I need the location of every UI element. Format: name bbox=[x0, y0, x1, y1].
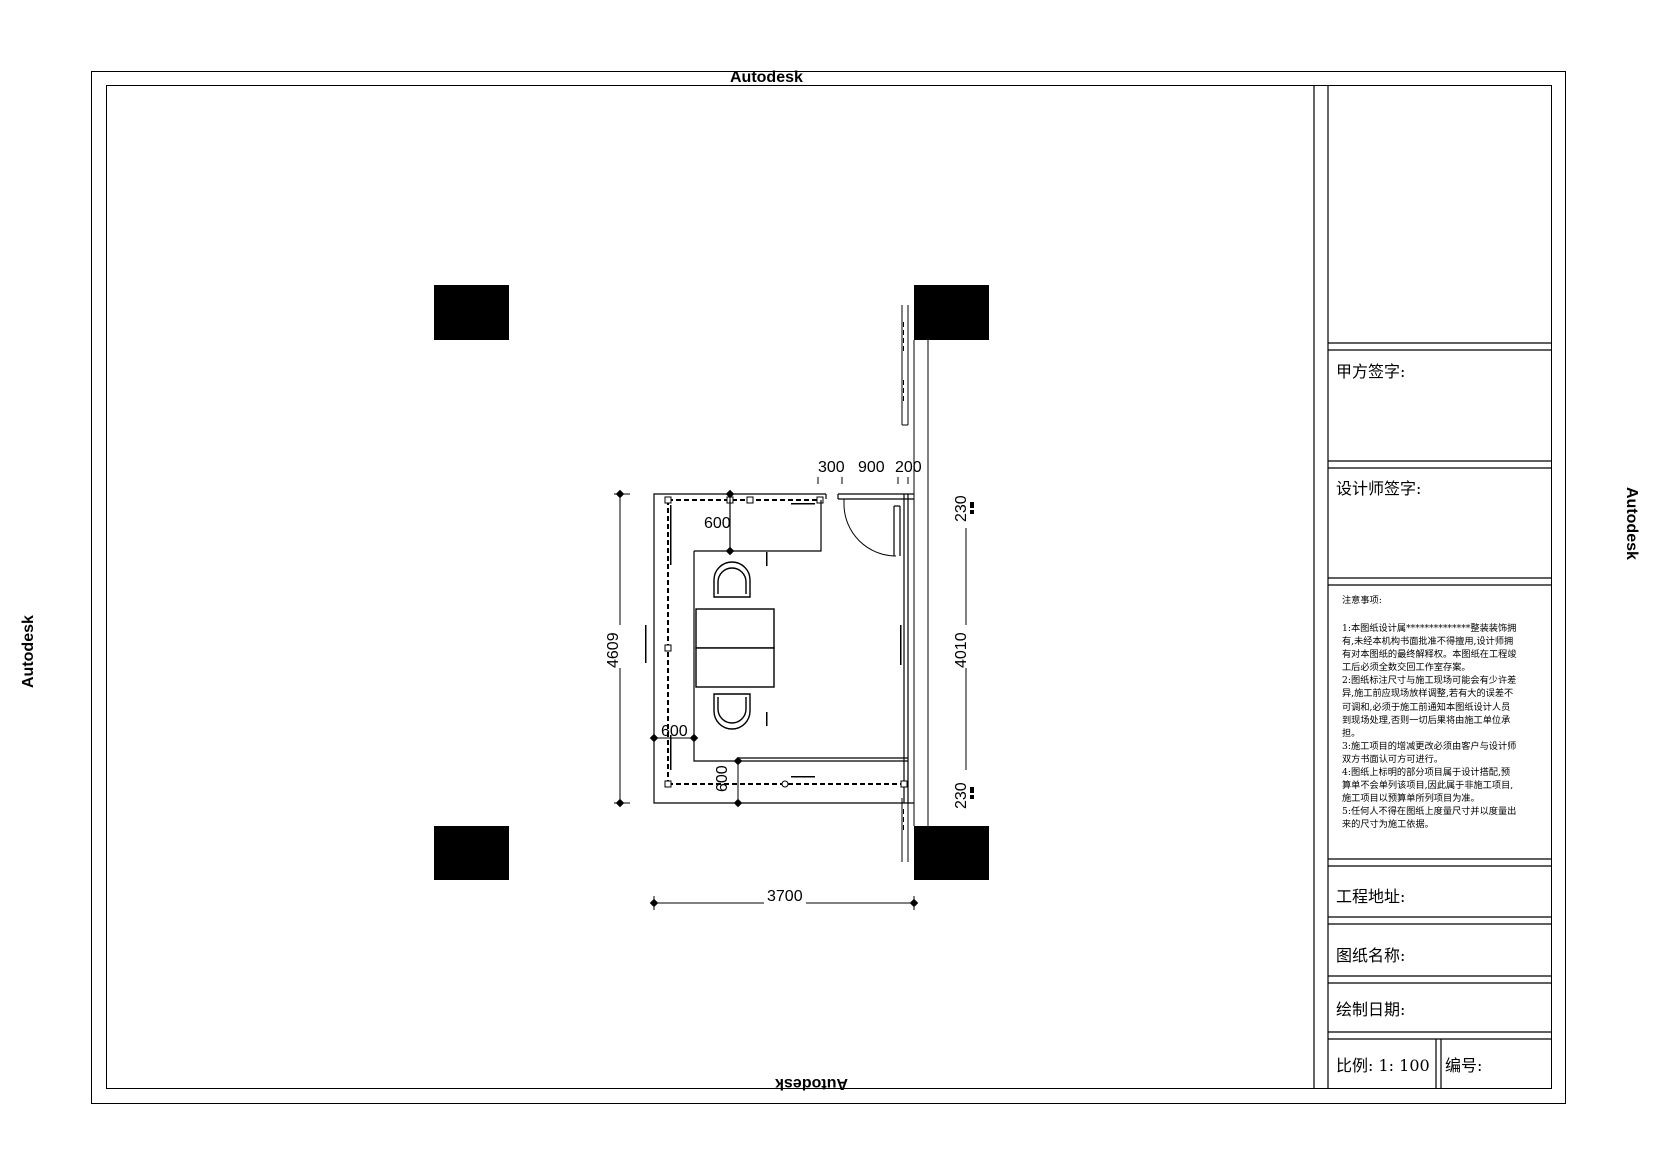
dim-inner-600-top: 600 bbox=[704, 515, 731, 532]
dim-right-4010: 4010 bbox=[953, 632, 970, 668]
drawing-number-label: 编号: bbox=[1445, 1056, 1483, 1075]
room-annotations bbox=[645, 503, 902, 778]
dim-inner-600-bottom: 600 bbox=[714, 765, 731, 792]
column-top-left bbox=[434, 285, 509, 340]
dim-top-300: 300 bbox=[818, 459, 845, 476]
scale-label: 比例: 1: 100 bbox=[1336, 1056, 1430, 1075]
column-bottom-right bbox=[914, 826, 989, 880]
column-top-right bbox=[914, 285, 989, 340]
drawing-frame-outer bbox=[91, 71, 1566, 1104]
dim-inner-600-left: 600 bbox=[661, 723, 688, 740]
watermark-top: Autodesk bbox=[730, 69, 803, 86]
hidden-lines bbox=[667, 499, 904, 785]
dim-top-200: 200 bbox=[895, 459, 922, 476]
room-walls bbox=[653, 493, 914, 804]
drawing-frame-inner bbox=[106, 85, 1552, 1089]
dim-left-height: 4609 bbox=[605, 632, 622, 668]
furniture bbox=[693, 500, 908, 762]
dim-right-230-top: 230 bbox=[953, 495, 970, 522]
project-address-label: 工程地址: bbox=[1336, 887, 1406, 906]
desk bbox=[695, 608, 775, 688]
party-a-signature-label: 甲方签字: bbox=[1336, 362, 1406, 381]
chairs bbox=[713, 561, 751, 730]
notes-body: 1:本图纸设计属**************整装装饰拥 有,未经本机构书面批准不… bbox=[1342, 623, 1517, 831]
wall-annotation-marks bbox=[903, 322, 904, 830]
drawing-date-label: 绘制日期: bbox=[1336, 1000, 1406, 1019]
dim-top-900: 900 bbox=[858, 459, 885, 476]
exterior-wall bbox=[901, 305, 929, 862]
designer-signature-label: 设计师签字: bbox=[1336, 479, 1422, 498]
dimension-ticks bbox=[615, 489, 974, 908]
notes-title: 注意事项: bbox=[1342, 595, 1382, 606]
drawing-name-label: 图纸名称: bbox=[1336, 946, 1406, 965]
column-bottom-left bbox=[434, 826, 509, 880]
dim-bottom-width: 3700 bbox=[767, 888, 803, 905]
door bbox=[843, 499, 897, 557]
dim-right-230-bottom: 230 bbox=[953, 782, 970, 809]
